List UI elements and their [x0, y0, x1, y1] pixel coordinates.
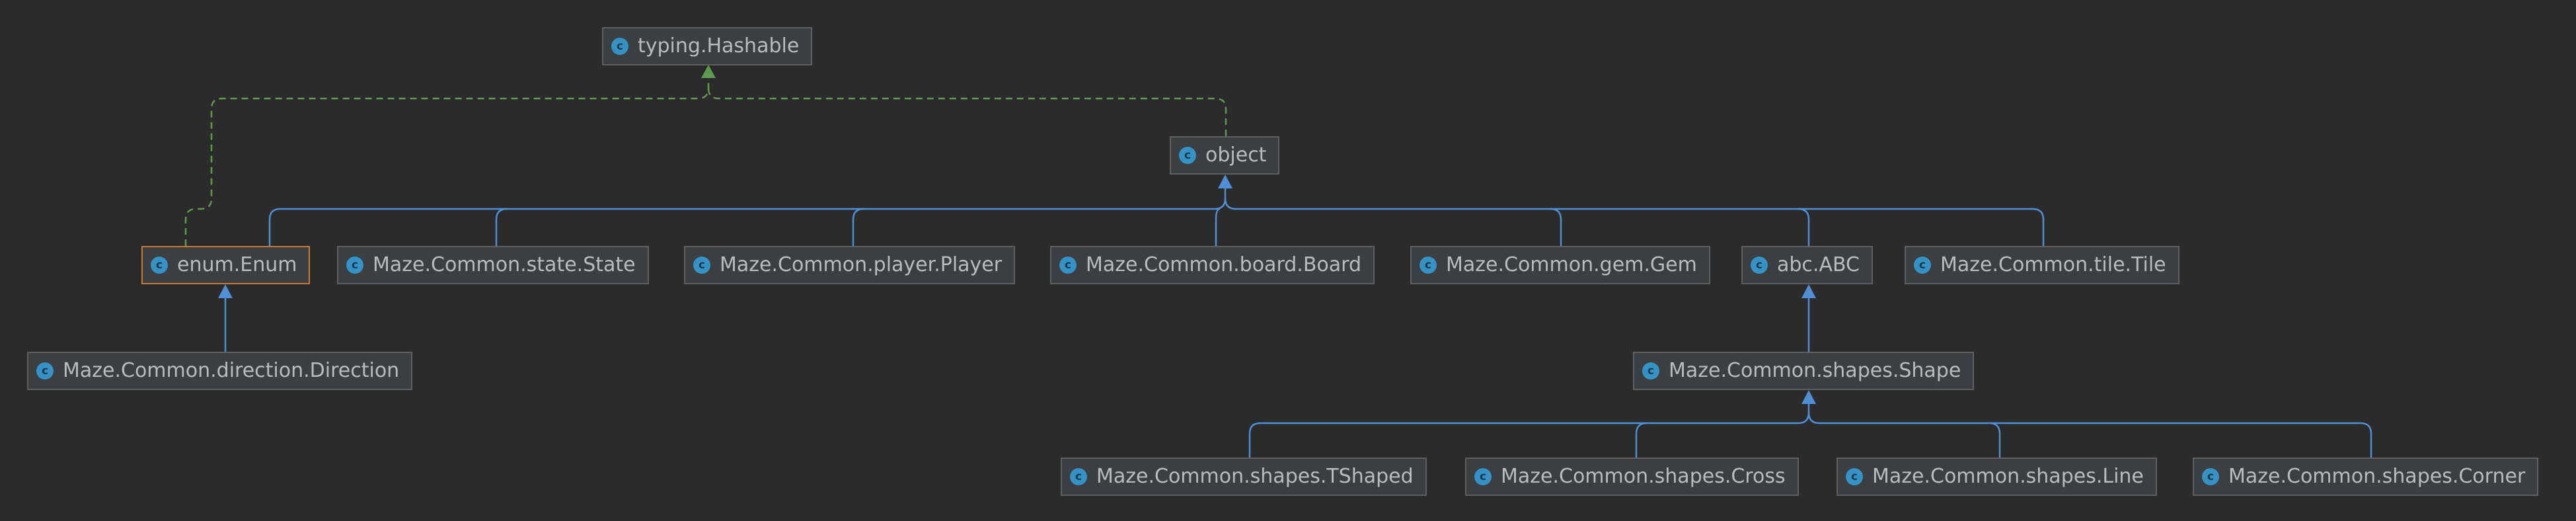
- class-icon: c: [36, 362, 54, 380]
- class-icon: c: [1070, 468, 1087, 485]
- class-node-object[interactable]: c object: [1170, 136, 1280, 175]
- edge-tile-to-object: [1224, 198, 2045, 246]
- class-label: Maze.Common.direction.Direction: [63, 359, 400, 382]
- extends-arrowhead-shape: [1801, 390, 1816, 404]
- edge-corner-to-shape: [1807, 412, 2372, 458]
- class-node-typing-hashable[interactable]: c typing.Hashable: [602, 27, 813, 65]
- class-node-gem[interactable]: c Maze.Common.gem.Gem: [1410, 246, 1710, 284]
- class-label: Maze.Common.board.Board: [1086, 253, 1361, 276]
- class-label: Maze.Common.state.State: [373, 253, 636, 276]
- class-node-shape[interactable]: c Maze.Common.shapes.Shape: [1633, 352, 1975, 390]
- class-label: Maze.Common.gem.Gem: [1446, 253, 1697, 276]
- implements-edges: [184, 74, 1227, 246]
- class-label: Maze.Common.tile.Tile: [1940, 253, 2166, 276]
- edge-line-to-shape: [1989, 422, 2001, 458]
- class-label: Maze.Common.shapes.Corner: [2228, 465, 2526, 488]
- edge-gem-to-object: [1550, 208, 1562, 246]
- edge-enum-to-object: [268, 184, 1227, 246]
- implements-arrowhead: [701, 65, 716, 78]
- class-icon: c: [1642, 362, 1659, 380]
- class-label: Maze.Common.shapes.Line: [1872, 465, 2144, 488]
- class-icon: c: [693, 257, 710, 274]
- class-icon: c: [1420, 257, 1437, 274]
- class-label: Maze.Common.player.Player: [720, 253, 1003, 276]
- class-icon: c: [1751, 257, 1768, 274]
- edge-object-to-hashable: [707, 87, 1227, 136]
- extends-edges-shape: [1248, 400, 2372, 458]
- class-node-line[interactable]: c Maze.Common.shapes.Line: [1837, 458, 2157, 496]
- class-icon: c: [151, 257, 168, 274]
- class-icon: c: [346, 257, 363, 274]
- class-node-enum-enum[interactable]: c enum.Enum: [141, 246, 311, 284]
- extends-arrowhead-object: [1218, 175, 1232, 188]
- edge-cross-to-shape: [1635, 422, 1648, 458]
- edge-board-to-object: [1215, 208, 1221, 246]
- extends-arrowhead-abc: [1801, 284, 1816, 298]
- class-node-player[interactable]: c Maze.Common.player.Player: [684, 246, 1016, 284]
- class-node-corner[interactable]: c Maze.Common.shapes.Corner: [2193, 458, 2539, 496]
- class-icon: c: [611, 38, 628, 55]
- class-label: typing.Hashable: [638, 34, 800, 58]
- class-node-tile[interactable]: c Maze.Common.tile.Tile: [1905, 246, 2179, 284]
- edge-player-to-object: [852, 208, 864, 246]
- class-icon: c: [1846, 468, 1863, 485]
- extends-arrowhead-enum: [218, 284, 233, 298]
- edge-tshaped-to-shape: [1248, 400, 1810, 458]
- class-label: enum.Enum: [177, 253, 297, 276]
- extends-edges-object: [268, 184, 2045, 246]
- class-label: object: [1205, 143, 1267, 167]
- edge-state-to-object: [495, 208, 508, 246]
- edge-enum-to-hashable: [184, 74, 710, 246]
- class-node-state[interactable]: c Maze.Common.state.State: [337, 246, 649, 284]
- class-icon: c: [2202, 468, 2219, 485]
- class-label: Maze.Common.shapes.Shape: [1669, 359, 1961, 382]
- class-icon: c: [1474, 468, 1492, 485]
- class-label: abc.ABC: [1777, 253, 1860, 276]
- class-node-board[interactable]: c Maze.Common.board.Board: [1050, 246, 1375, 284]
- class-label: Maze.Common.shapes.Cross: [1501, 465, 1786, 488]
- class-icon: c: [1059, 257, 1077, 274]
- class-node-direction[interactable]: c Maze.Common.direction.Direction: [27, 352, 413, 390]
- class-node-cross[interactable]: c Maze.Common.shapes.Cross: [1465, 458, 1799, 496]
- class-icon: c: [1179, 147, 1196, 164]
- class-node-tshaped[interactable]: c Maze.Common.shapes.TShaped: [1061, 458, 1427, 496]
- class-icon: c: [1914, 257, 1931, 274]
- class-node-abc[interactable]: c abc.ABC: [1741, 246, 1873, 284]
- class-label: Maze.Common.shapes.TShaped: [1096, 465, 1414, 488]
- edge-abc-to-object: [1798, 208, 1810, 246]
